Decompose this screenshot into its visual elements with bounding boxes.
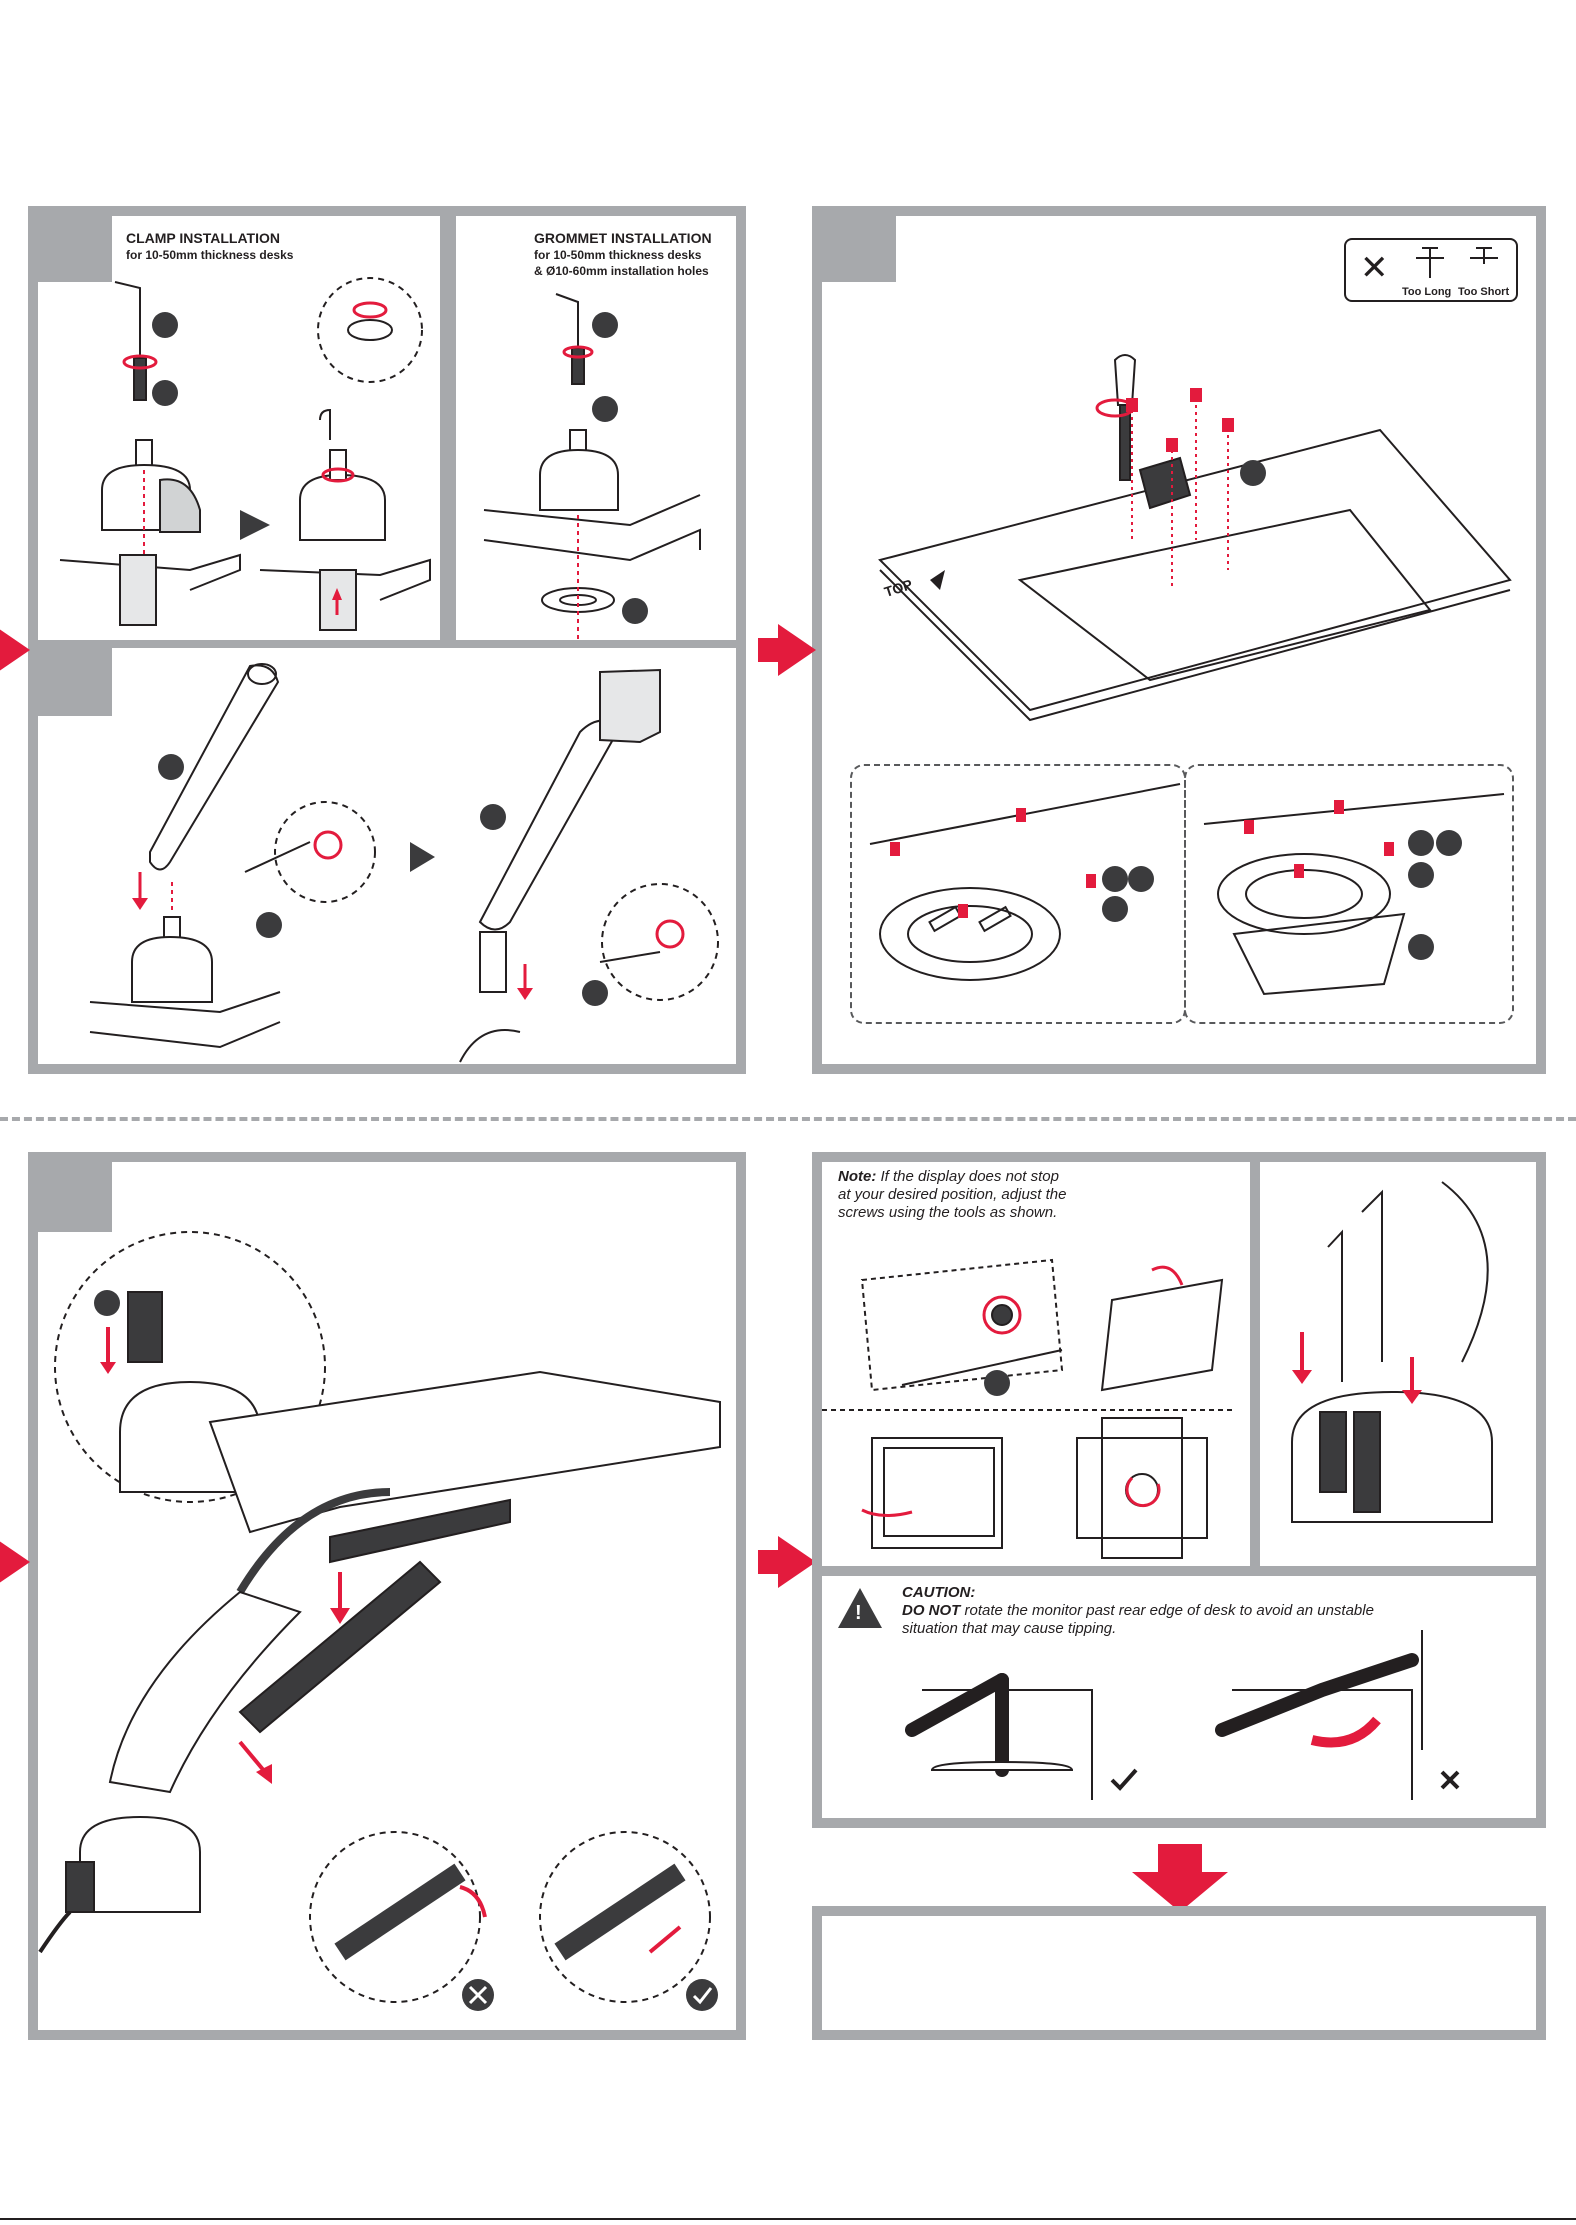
panel-final-step xyxy=(812,1906,1546,2040)
callout-badge-grommet-1 xyxy=(592,312,618,338)
callout-badge-adjust-1 xyxy=(984,1370,1010,1396)
screw-length-legend: ✕ Too Long Too Short xyxy=(1344,238,1518,302)
adjust-note: Note: If the display does not stop at yo… xyxy=(838,1168,1070,1222)
monitor-back-illustration xyxy=(878,354,1512,722)
step-tab-grommet-divider xyxy=(440,216,456,644)
callout-badge-vesa-2 xyxy=(1102,866,1128,892)
callout-badge-arm-1 xyxy=(158,754,184,780)
callout-badge-arm-2 xyxy=(256,912,282,938)
flow-arrow-down-head xyxy=(1132,1872,1228,1912)
note-label: Note: xyxy=(838,1168,877,1185)
cable-clip-illustration xyxy=(1291,1181,1493,1523)
callout-badge-vesa-3 xyxy=(1128,866,1154,892)
callout-badge-clamp-1 xyxy=(152,312,178,338)
callout-badge-clamp-2 xyxy=(152,380,178,406)
callout-badge-cable-1 xyxy=(94,1290,120,1316)
clamp-installation-header: CLAMP INSTALLATION for 10-50mm thickness… xyxy=(126,229,326,263)
footer-rule xyxy=(0,2218,1576,2220)
caution-illustration xyxy=(905,1630,1460,1800)
callout-badge-vesa-1 xyxy=(1240,460,1266,486)
tension-adjust-illustration xyxy=(822,1258,1232,1559)
too-short-label: Too Short xyxy=(1458,286,1510,298)
arm-attach-illustration xyxy=(89,663,719,1063)
flow-arrow-down xyxy=(1158,1844,1202,1874)
step-tab-4 xyxy=(38,1162,112,1232)
note-text: If the display does not stop at your des… xyxy=(838,1168,1067,1221)
callout-badge-vesa-4 xyxy=(1102,896,1128,922)
callout-badge-arm-4 xyxy=(582,980,608,1006)
caution-do-not: DO NOT xyxy=(902,1602,961,1619)
grommet-subtitle-2: & Ø10-60mm installation holes xyxy=(534,264,709,278)
clamp-subtitle: for 10-50mm thickness desks xyxy=(126,248,294,262)
callout-badge-vesa-8 xyxy=(1408,934,1434,960)
divider-horizontal-caution xyxy=(822,1566,1536,1576)
vesa-adapter-right-illustration xyxy=(1203,793,1505,996)
step-tab-1 xyxy=(38,216,112,282)
warning-exclamation: ! xyxy=(855,1602,862,1624)
grommet-title: GROMMET INSTALLATION xyxy=(534,230,712,246)
vesa-adapter-box-right xyxy=(1184,764,1514,1024)
cable-management-illustration xyxy=(38,1231,721,2011)
flow-arrow-bottom-row xyxy=(758,1536,816,1588)
callout-badge-grommet-2 xyxy=(592,396,618,422)
callout-badge-vesa-7 xyxy=(1408,862,1434,888)
flow-arrow-left-edge-bottom xyxy=(0,1536,30,1588)
step-tab-3 xyxy=(822,216,896,282)
caution-text-block: CAUTION: DO NOT rotate the monitor past … xyxy=(902,1584,1382,1638)
screw-too-long-icon xyxy=(1416,247,1444,278)
too-long-label: Too Long xyxy=(1402,286,1452,298)
warning-triangle-icon xyxy=(838,1588,882,1628)
step-tab-2 xyxy=(38,648,112,716)
divider-vertical xyxy=(1250,1162,1260,1566)
callout-badge-arm-3 xyxy=(480,804,506,830)
grommet-installation-header: GROMMET INSTALLATION for 10-50mm thickne… xyxy=(534,229,744,279)
flow-arrow-left-edge-top xyxy=(0,624,30,676)
section-separator xyxy=(0,1117,1576,1121)
flow-arrow-top-row xyxy=(758,624,816,676)
caution-text: rotate the monitor past rear edge of des… xyxy=(902,1602,1374,1637)
divider-horizontal xyxy=(38,640,738,648)
screw-too-short-icon xyxy=(1470,247,1498,264)
grommet-subtitle-1: for 10-50mm thickness desks xyxy=(534,248,702,262)
grommet-illustration xyxy=(483,293,701,640)
clamp-illustration xyxy=(59,277,431,631)
clamp-title: CLAMP INSTALLATION xyxy=(126,230,280,246)
callout-badge-vesa-5 xyxy=(1408,830,1434,856)
caution-label: CAUTION: xyxy=(902,1584,976,1601)
callout-badge-grommet-3 xyxy=(622,598,648,624)
vesa-adapter-left-illustration xyxy=(869,783,1181,981)
callout-badge-vesa-6 xyxy=(1436,830,1462,856)
wrong-x-icon: ✕ xyxy=(1360,249,1389,287)
